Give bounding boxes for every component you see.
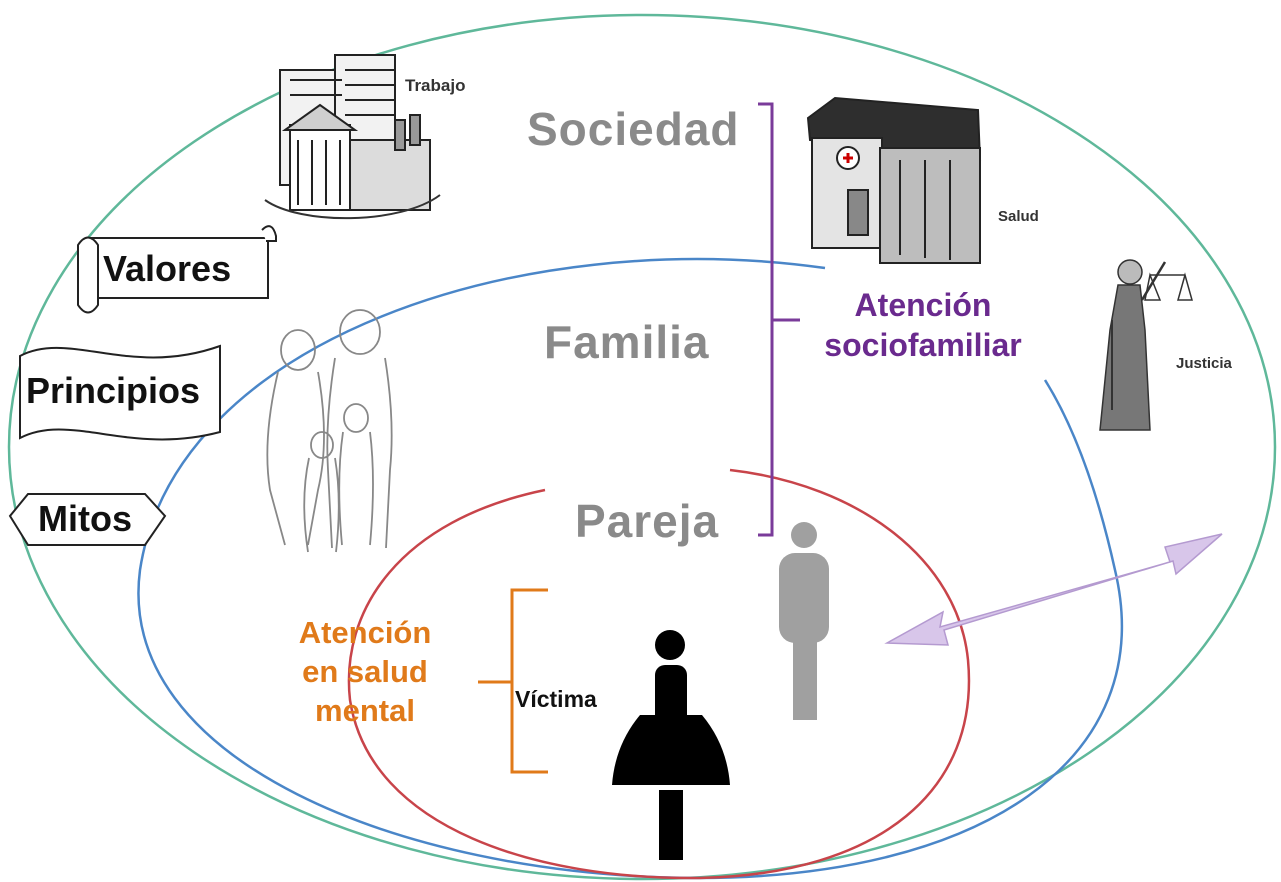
inner-ring-pareja xyxy=(347,468,971,880)
trabajo-caption: Trabajo xyxy=(405,76,466,95)
atencion-sociofamiliar-line-1: Atención xyxy=(854,287,992,323)
victima-label: Víctima xyxy=(515,686,597,712)
valores-label: Valores xyxy=(103,248,232,289)
justicia-caption: Justicia xyxy=(1176,355,1232,372)
sociofamiliar-bracket xyxy=(758,102,800,537)
scroll-shape xyxy=(77,225,277,314)
badge-shape xyxy=(8,493,167,546)
salud-mental-bracket xyxy=(478,588,548,774)
atencion-sociofamiliar-label: Atención sociofamiliar xyxy=(808,285,1038,365)
ring-label-sociedad: Sociedad xyxy=(527,103,740,155)
ring-label-familia: Familia xyxy=(544,316,710,368)
atencion-sociofamiliar-line-2: sociofamiliar xyxy=(824,327,1022,363)
victim-person-icon xyxy=(612,630,730,860)
double-headed-arrow xyxy=(884,533,1223,646)
family-silhouette-icon xyxy=(266,309,393,553)
ring-label-pareja: Pareja xyxy=(575,495,720,547)
mitos-label: Mitos xyxy=(38,498,132,539)
wave-banner-shape xyxy=(19,344,221,441)
hospital-salud-icon xyxy=(806,96,982,264)
salud-caption: Salud xyxy=(998,208,1039,225)
atencion-salud-mental-label: Atención en salud mental xyxy=(280,613,450,730)
justice-statue-justicia-icon xyxy=(1099,259,1193,431)
partner-person-icon xyxy=(779,522,829,720)
atencion-salud-mental-line-1: Atención xyxy=(298,615,432,650)
atencion-salud-mental-line-2: en salud xyxy=(302,654,428,689)
building-trabajo-icon xyxy=(264,54,441,220)
outer-ring-sociedad xyxy=(7,13,1277,881)
atencion-salud-mental-line-3: mental xyxy=(315,693,415,728)
principios-label: Principios xyxy=(26,370,201,411)
